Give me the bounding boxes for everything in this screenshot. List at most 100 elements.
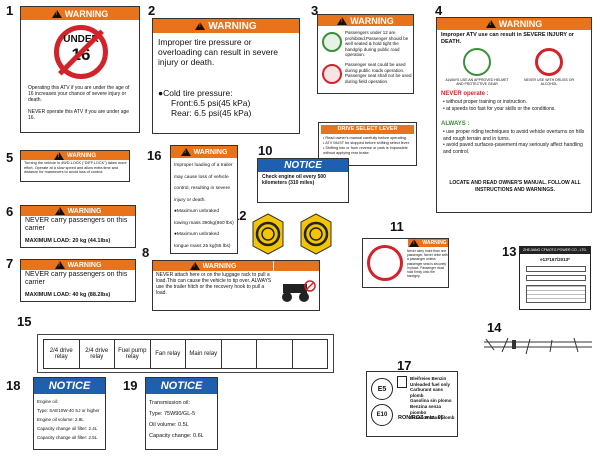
warning-triangle-icon	[180, 148, 191, 156]
label-number-13: 13	[502, 244, 517, 259]
label-9-drive-select: DRIVE SELECT LEVER • Read owner's manual…	[318, 122, 417, 166]
relay-cell: Fan relay	[150, 339, 186, 369]
label-1-body: Operating this ATV if you are under the …	[28, 85, 130, 103]
label-2-body: Improper tire pressure or overloading ca…	[158, 37, 279, 67]
drive-select-item: • Shifting into or from reverse or park …	[323, 146, 408, 155]
cold-tire-pressure: ●Cold tire pressure:	[158, 88, 233, 98]
label-1-never: NEVER operate this ATV if you are under …	[28, 109, 130, 121]
relay-cell: Fuel pump relay	[115, 339, 151, 369]
trailer-line: Improper loading of a trailer	[174, 163, 233, 168]
label-10-oil-check: NOTICE Check engine oil every 500 kilome…	[257, 158, 349, 203]
relay-cell: Main relay	[186, 339, 222, 369]
relay-cell	[221, 339, 257, 369]
ron-min: RON/ROZ min. 95	[398, 415, 444, 421]
trailer-line: control, resulting in severe	[174, 186, 230, 191]
label-11-body: Never carry more than one passenger. Nev…	[407, 249, 448, 279]
e5-badge: E5	[371, 378, 393, 400]
label-number-18: 18	[6, 378, 21, 393]
label-4-atv-use: WARNING Improper ATV use can result in S…	[436, 17, 592, 213]
label-3-text-2: Passenger seat could be used during publ…	[345, 62, 412, 84]
engine-oil-lines: Engine oil: Type: SAE10W-40 SJ or higher…	[37, 397, 105, 442]
drive-select-item: • ATV MUST be stopped before shifting se…	[323, 141, 410, 145]
fuel-line: Carburant sans plomb	[410, 387, 444, 398]
label-4-intro: Improper ATV use can result in SEVERE IN…	[441, 32, 574, 45]
engine-oil-line: Capacity change oil filter: 2.5L	[37, 435, 98, 440]
trailer-lines: Improper loading of a trailer may cause …	[174, 160, 237, 252]
label-number-4: 4	[435, 3, 443, 18]
warning-header: WARNING	[171, 146, 237, 158]
label-number-2: 2	[148, 3, 156, 18]
warning-header: WARNING	[408, 239, 448, 247]
label-number-15: 15	[17, 314, 32, 329]
engine-oil-line: Engine oil:	[37, 399, 59, 404]
warning-triangle-icon	[195, 22, 206, 30]
trailer-line: tongue mass 25 kg(55 lbs)	[174, 243, 231, 249]
always-list: • use proper riding techniques to avoid …	[443, 129, 589, 155]
front-pressure: Front:6.5 psi(45 kPa)	[171, 98, 251, 108]
label-number-11: 11	[390, 219, 404, 234]
warning-triangle-icon	[485, 20, 496, 28]
label-number-19: 19	[123, 378, 138, 393]
relay-row: 2/4 drive relay 2/4 drive relay Fuel pum…	[43, 339, 328, 369]
label-15-relay-map: 2/4 drive relay 2/4 drive relay Fuel pum…	[37, 334, 334, 373]
passenger-ok-icon	[322, 32, 342, 52]
always-item: • avoid paved surfaces-pavement may seri…	[443, 142, 583, 155]
vin-plate-title: ZHEJIANG CFMOTO POWER CO., LTD.	[520, 247, 590, 254]
relay-cell	[257, 339, 293, 369]
label-7-max-load: MAXIMUM LOAD: 40 kg (88.2lbs)	[25, 292, 111, 298]
label-5-body: Turning the vehicle in 4WD-LOCK ("DIFF.L…	[24, 161, 127, 175]
label-18-engine-oil: NOTICE Engine oil: Type: SAE10W-40 SJ or…	[33, 377, 106, 450]
e10-badge: E10	[371, 404, 393, 426]
engine-oil-line: Capacity change oil filter: 2.4L	[37, 426, 98, 431]
label-number-16: 16	[147, 148, 162, 163]
warning-header: WARNING	[153, 261, 273, 271]
label-17-fuel: E5 E10 Bleifreies Benzin Unleaded fuel o…	[366, 371, 458, 437]
prohibition-circle-icon	[54, 25, 108, 79]
vin-field	[526, 266, 586, 272]
never-item: • without proper training or instruction…	[443, 99, 528, 105]
notice-header: NOTICE	[146, 378, 217, 394]
label-number-17: 17	[397, 358, 412, 373]
always-item: • use proper riding techniques to avoid …	[443, 129, 585, 142]
label-number-3: 3	[311, 3, 319, 18]
transmission-oil-line: Transmission oil:	[149, 400, 191, 406]
label-6-carrier-20kg: WARNING NEVER carry passengers on this c…	[20, 205, 136, 248]
warning-header: WARNING	[437, 18, 591, 30]
drive-select-header: DRIVE SELECT LEVER	[321, 125, 414, 134]
trailer-line: ●Maximum unbraked	[174, 232, 220, 237]
label-6-body: NEVER carry passengers on this carrier	[25, 217, 128, 232]
transmission-oil-line: Capacity change: 0.6L	[149, 433, 204, 439]
warning-header: WARNING	[153, 19, 299, 33]
warning-triangle-icon	[54, 261, 65, 269]
label-10-body: Check engine oil every 500 kilometers (3…	[262, 174, 326, 186]
label-5-4wd-lock: WARNING Turning the vehicle in 4WD-LOCK …	[20, 150, 130, 182]
warning-triangle-icon	[337, 16, 348, 25]
label-number-1: 1	[6, 3, 14, 18]
warning-header: WARNING	[21, 206, 135, 216]
helmet-icon	[463, 48, 491, 76]
vin-plate-code: e13*167/2013*	[540, 257, 570, 262]
label-3-passengers: WARNING Passengers under 12 are prohibit…	[317, 14, 414, 94]
engine-oil-line: Engine oil volume: 2.8L	[37, 417, 84, 422]
trailer-line: ●Maximum unbraked	[174, 209, 220, 214]
warning-triangle-icon	[54, 207, 65, 215]
vin-field	[526, 275, 586, 281]
hex-sticker-left	[252, 213, 284, 255]
no-extra-passenger-icon	[367, 245, 403, 281]
label-2-tire-pressure: WARNING Improper tire pressure or overlo…	[152, 18, 300, 134]
never-item: • at speeds too fast for your skills or …	[443, 105, 556, 112]
fuel-line: Unleaded fuel only	[410, 381, 451, 387]
warning-header: WARNING	[21, 7, 139, 20]
relay-cell	[292, 339, 328, 369]
under-text: UNDER	[63, 34, 99, 45]
label-8-no-pull: WARNING NEVER attach here or on the lugg…	[152, 260, 320, 311]
label-number-8: 8	[142, 245, 150, 260]
warning-triangle-icon	[54, 151, 64, 160]
warning-triangle-icon	[189, 262, 200, 270]
trailer-line: injury or death.	[174, 197, 206, 203]
label-12-hex-stickers	[247, 213, 347, 255]
label-3-text-1: Passengers under 12 are prohibited.Passe…	[345, 30, 409, 57]
fuel-line: Gasolina sin plomo	[410, 398, 452, 404]
warning-header: WARNING	[318, 15, 413, 26]
warning-header: WARNING	[21, 151, 129, 160]
